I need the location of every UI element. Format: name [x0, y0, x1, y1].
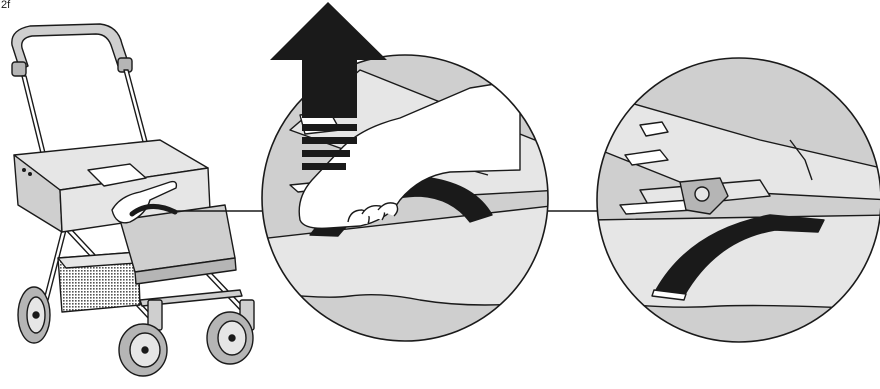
rear-wheel — [18, 287, 50, 343]
detail-circle-release — [250, 2, 560, 360]
detail-circle-strap — [590, 40, 880, 360]
handle-joint-left — [12, 62, 26, 76]
front-wheel-right — [207, 300, 254, 364]
stroller-illustration — [12, 24, 254, 376]
stroller-handlebar — [12, 24, 128, 70]
step-label: 2f — [1, 0, 10, 11]
